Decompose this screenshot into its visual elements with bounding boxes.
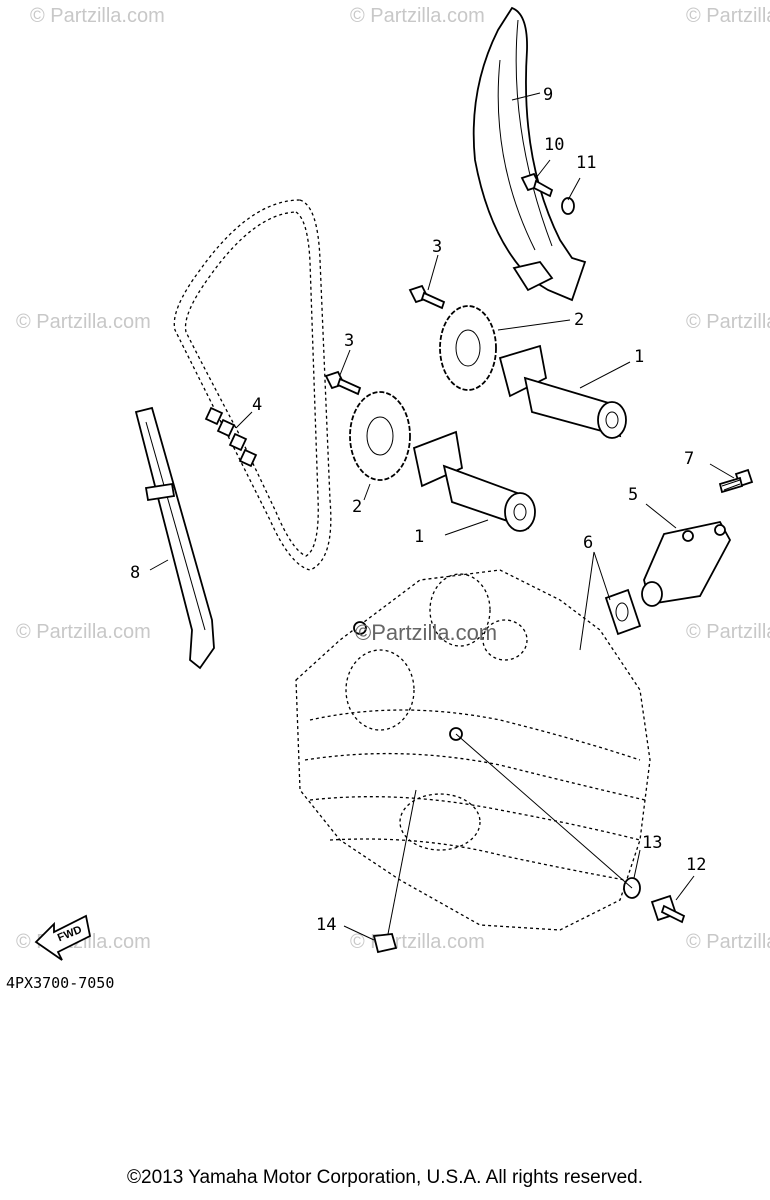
callout-12: 12 — [686, 855, 706, 875]
part-3-bolt-upper — [408, 284, 446, 310]
watermark: © Partzilla.com — [30, 5, 165, 27]
part-12-bolt — [650, 894, 686, 924]
part-4-cam-chain — [173, 199, 332, 571]
watermark: © Partzilla.com — [350, 931, 485, 953]
callout-11: 11 — [576, 153, 596, 173]
callout-4: 4 — [252, 395, 262, 415]
callout-1-upper: 1 — [634, 347, 644, 367]
part-9-chain-guide — [472, 6, 587, 302]
watermark: © Partzilla.com — [686, 931, 770, 953]
part-1-camshaft-upper — [498, 344, 627, 439]
part-5-tensioner — [641, 520, 732, 607]
part-2-sprocket-upper — [439, 305, 497, 391]
watermark: © Partzilla.com — [686, 5, 770, 27]
callout-14: 14 — [316, 915, 336, 935]
part-3-bolt-lower — [324, 370, 362, 396]
callout-2-upper: 2 — [574, 310, 584, 330]
watermark: © Partzilla.com — [686, 311, 770, 333]
leader-lines — [149, 92, 735, 941]
callout-10: 10 — [544, 135, 564, 155]
callout-13: 13 — [642, 833, 662, 853]
copyright-notice: ©2013 Yamaha Motor Corporation, U.S.A. A… — [127, 1167, 643, 1188]
fwd-arrow-icon: FWD — [34, 914, 92, 961]
part-7-bolt — [718, 468, 754, 494]
watermark: © Partzilla.com — [350, 5, 485, 27]
callout-3-lower: 3 — [344, 331, 354, 351]
callout-5: 5 — [628, 485, 638, 505]
callout-6: 6 — [583, 533, 593, 553]
callouts: 9 10 11 3 2 1 3 4 2 1 8 7 5 6 13 12 14 — [130, 85, 706, 935]
cylinder-head — [295, 569, 651, 931]
watermark: © Partzilla.com — [686, 621, 770, 643]
watermarks: © Partzilla.com © Partzilla.com © Partzi… — [16, 5, 770, 953]
part-6-gasket — [604, 588, 642, 636]
callout-3-upper: 3 — [432, 237, 442, 257]
callout-2-lower: 2 — [352, 497, 362, 517]
watermark: © Partzilla.com — [16, 621, 151, 643]
part-10-bolt — [520, 172, 554, 198]
part-2-sprocket-lower — [349, 391, 411, 481]
callout-8: 8 — [130, 563, 140, 583]
callout-7: 7 — [684, 449, 694, 469]
part-11-washer — [561, 197, 575, 215]
part-14-dowel — [372, 933, 398, 954]
callout-9: 9 — [543, 85, 553, 105]
part-number: 4PX3700-7050 — [6, 974, 114, 992]
part-1-camshaft-lower — [412, 430, 536, 532]
watermark: © Partzilla.com — [16, 311, 151, 333]
center-watermark: ©Partzilla.com — [355, 620, 497, 645]
callout-1-lower: 1 — [414, 527, 424, 547]
part-8-chain-guide — [134, 406, 215, 670]
